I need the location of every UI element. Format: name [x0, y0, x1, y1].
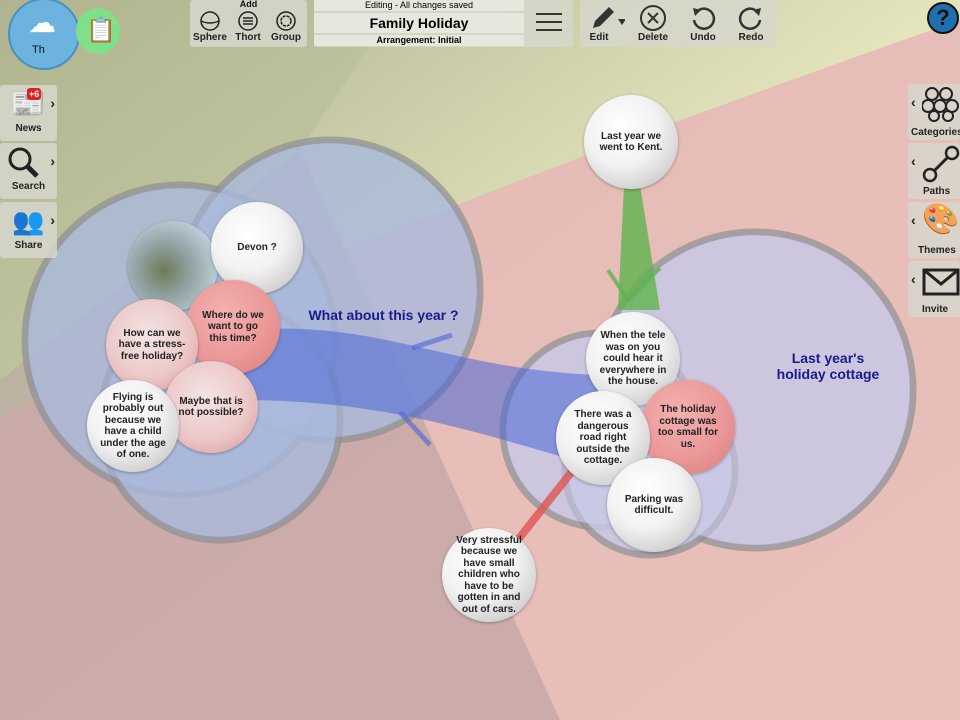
arrangement-label[interactable]: Arrangement: Initial [314, 35, 524, 46]
group-label: Group [271, 32, 301, 43]
sphere-where[interactable]: Where do we want to go this time? [186, 280, 280, 374]
paths-label: Paths [923, 186, 951, 197]
help-button[interactable]: ? [927, 2, 959, 34]
sphere-text: The holiday cottage was too small for us… [657, 404, 718, 450]
redo-button[interactable]: Redo [728, 4, 774, 43]
sphere-stressful[interactable]: Very stressful because we have small chi… [442, 528, 536, 622]
hamburger-menu-icon[interactable] [536, 13, 562, 31]
sidebar-item-paths[interactable]: ‹ Paths [908, 143, 960, 199]
title-panel: Editing - All changes saved Family Holid… [314, 0, 573, 47]
app-menu-button[interactable]: ☁ Th [8, 0, 80, 70]
delete-icon [640, 5, 666, 31]
sphere-maybe[interactable]: Maybe that is not possible? [164, 361, 258, 453]
sidebar-item-categories[interactable]: ‹ Categories [908, 84, 960, 140]
add-thort-button[interactable]: Thort [230, 10, 266, 43]
edit-label: Edit [589, 32, 609, 43]
sphere-text: Devon ? [237, 242, 277, 254]
undo-icon [692, 7, 716, 30]
sphere-text: When the tele was on you could hear it e… [599, 330, 667, 388]
sphere-text: How can we have a stress-free holiday? [118, 327, 186, 362]
save-status: Editing - All changes saved [314, 0, 524, 11]
help-icon: ? [936, 5, 950, 30]
sphere-small[interactable]: The holiday cottage was too small for us… [641, 380, 735, 474]
app-badge: Th [32, 44, 45, 56]
notes-icon: 📋 [86, 17, 116, 44]
delete-button[interactable]: Delete [630, 4, 676, 43]
sphere-text: There was a dangerous road right outside… [574, 409, 632, 467]
sphere-text: Flying is probably out because we have a… [100, 391, 166, 461]
notes-button[interactable]: 📋 [76, 8, 120, 54]
pencil-icon [593, 7, 625, 28]
link-arrow-blue [240, 328, 600, 465]
group-title-cottage[interactable]: Last year's holiday cottage [776, 350, 880, 382]
invite-label: Invite [922, 304, 949, 315]
sphere-parking[interactable]: Parking was difficult. [607, 458, 701, 552]
edit-panel: Edit Delete Undo Redo [580, 0, 776, 47]
share-label: Share [14, 240, 43, 251]
sidebar-item-themes[interactable]: ‹ 🎨 Themes [908, 202, 960, 258]
themes-label: Themes [918, 245, 956, 256]
sphere-text: Where do we want to go this time? [202, 309, 264, 344]
undo-label: Undo [690, 32, 716, 43]
sphere-text: Very stressful because we have small chi… [456, 534, 522, 615]
add-group-button[interactable]: Group [268, 10, 304, 43]
redo-icon [738, 7, 762, 30]
group-title-this-year[interactable]: What about this year ? [308, 307, 459, 323]
chevron-right-icon: › [50, 95, 55, 111]
sidebar-item-share[interactable]: 👥 › Share [0, 202, 57, 258]
sidebar-item-invite[interactable]: ‹ Invite [908, 261, 960, 317]
sidebar-item-news[interactable]: 📰 +6 › News [0, 85, 57, 141]
sphere-icon [200, 11, 220, 31]
sphere-text: Maybe that is not possible? [178, 395, 244, 419]
thort-label: Thort [235, 32, 261, 43]
delete-label: Delete [637, 32, 668, 43]
news-label: News [15, 123, 42, 134]
chevron-right-icon: › [50, 153, 55, 169]
chevron-left-icon: ‹ [911, 153, 916, 169]
categories-label: Categories [911, 127, 960, 138]
document-title[interactable]: Family Holiday [314, 13, 524, 33]
sphere-text: Last year we went to Kent. [599, 130, 663, 154]
sphere-tele[interactable]: When the tele was on you could hear it e… [586, 312, 680, 406]
add-sphere-button[interactable]: Sphere [192, 10, 228, 43]
news-badge: +6 [27, 88, 42, 100]
group-icon [276, 11, 296, 31]
chevron-left-icon: ‹ [911, 271, 916, 287]
add-label: Add [239, 0, 258, 9]
envelope-icon [922, 268, 960, 296]
paths-icon [922, 145, 960, 183]
search-label: Search [11, 181, 46, 192]
sphere-text: Parking was difficult. [624, 493, 684, 517]
people-icon: 👥 [12, 206, 45, 236]
categories-icon [922, 87, 959, 122]
undo-button[interactable]: Undo [680, 4, 726, 43]
palette-icon: 🎨 [922, 203, 960, 236]
thort-icon [238, 11, 258, 31]
chevron-left-icon: ‹ [911, 212, 916, 228]
add-panel: Add Sphere Thort Group [190, 0, 307, 47]
sphere-kent[interactable]: Last year we went to Kent. [584, 95, 678, 189]
sphere-devon[interactable]: Devon ? [211, 202, 303, 294]
sphere-label: Sphere [193, 32, 227, 43]
sidebar-item-search[interactable]: › Search [0, 143, 57, 199]
redo-label: Redo [738, 32, 764, 43]
sphere-flying[interactable]: Flying is probably out because we have a… [87, 380, 179, 472]
cloud-icon: ☁ [28, 7, 56, 38]
chevron-right-icon: › [50, 212, 55, 228]
edit-button[interactable]: Edit [582, 4, 628, 43]
chevron-left-icon: ‹ [911, 94, 916, 110]
search-icon [8, 147, 39, 178]
